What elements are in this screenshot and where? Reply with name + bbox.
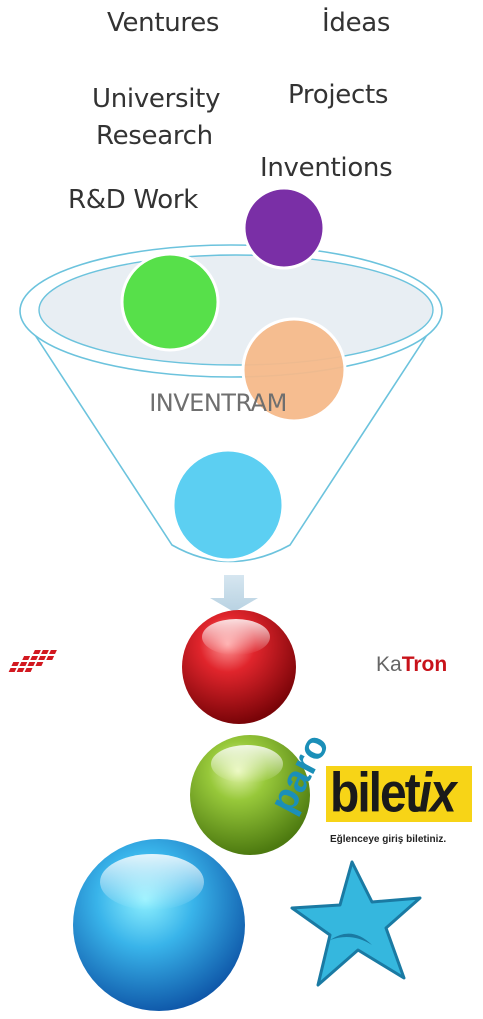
label-research: Research: [96, 121, 213, 151]
biletix-logo-text: biletix: [330, 762, 457, 825]
label-ideas: İdeas: [322, 8, 391, 38]
down-arrow: [210, 575, 258, 612]
label-rd-work: R&D Work: [68, 185, 199, 215]
purple-ball: [242, 186, 326, 270]
katron-logo-text: KaTron: [376, 653, 447, 677]
biletix-brand: bilet: [330, 763, 421, 825]
katron-logo-mark: [8, 650, 57, 672]
orange-ball: [241, 317, 347, 423]
funnel-title: INVENTRAM: [149, 389, 287, 417]
katron-prefix: Ka: [376, 653, 402, 676]
paro-star-logo: [290, 860, 422, 987]
label-projects: Projects: [288, 80, 389, 110]
green-ball: [120, 252, 220, 352]
biletix-logo-box: [326, 766, 472, 822]
funnel-rim-inner: [38, 254, 434, 366]
biletix-tagline: Eğlenceye giriş biletiniz.: [330, 834, 447, 845]
cyan-ball: [171, 448, 285, 562]
biletix-brand-suffix: ix: [418, 763, 457, 825]
label-university: University: [92, 84, 221, 114]
label-inventions: Inventions: [260, 153, 393, 183]
label-ventures: Ventures: [107, 8, 220, 38]
katron-suffix: Tron: [401, 653, 448, 676]
